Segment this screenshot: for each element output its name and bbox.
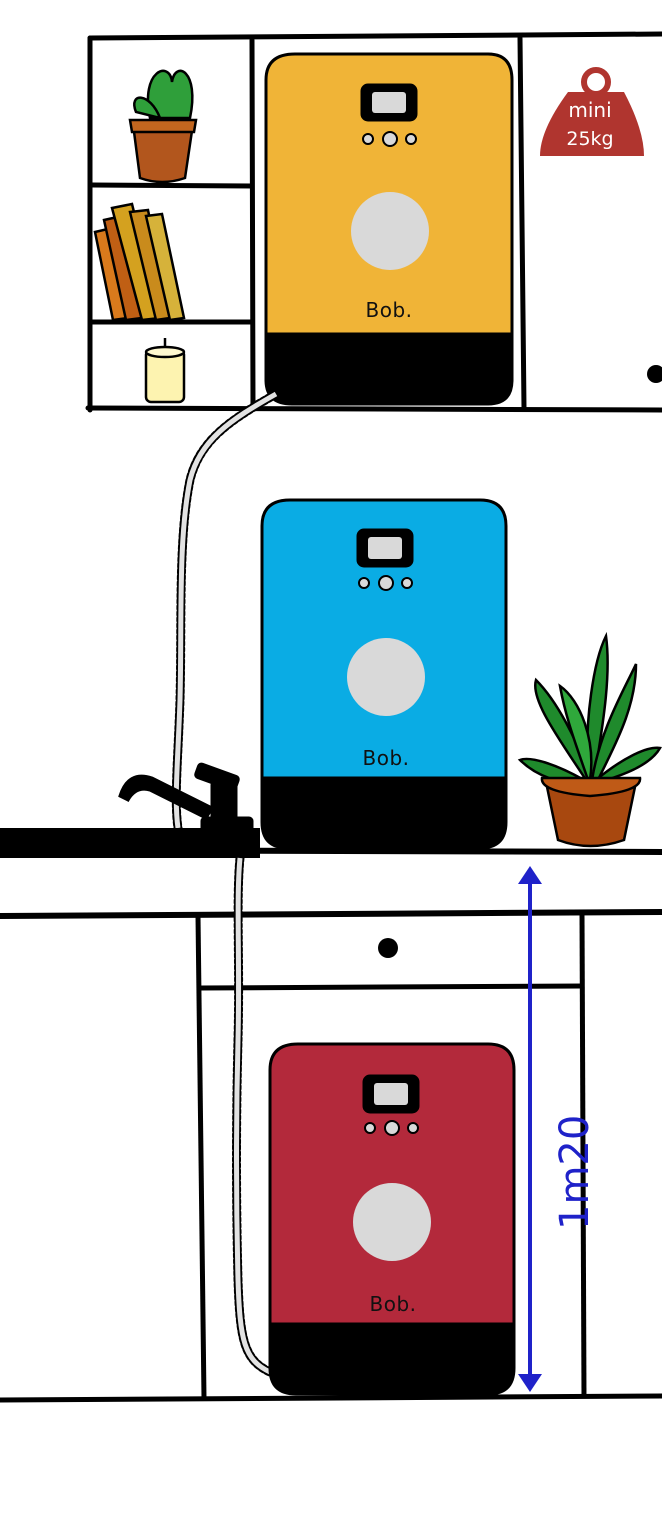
- weight-badge-line1: mini: [568, 98, 612, 122]
- drain-hose-lower: [232, 853, 275, 1377]
- brand-logo-red: Bob.: [369, 1292, 417, 1316]
- weight-badge-line2: 25kg: [566, 128, 614, 150]
- cactus-plant: [128, 69, 198, 184]
- candle: [144, 338, 186, 404]
- brand-logo-yellow: Bob.: [365, 298, 413, 322]
- dishwasher-red: [268, 1042, 516, 1396]
- cabinet-knob: [647, 365, 662, 383]
- dishwasher-yellow: [264, 52, 514, 406]
- brand-logo-blue: Bob.: [362, 746, 410, 770]
- wall-cabinet: [85, 31, 662, 413]
- potted-plant: [517, 631, 662, 848]
- height-label: 1m20: [552, 1114, 598, 1230]
- height-arrow: [518, 866, 542, 1392]
- books: [93, 202, 186, 322]
- countertop: [0, 828, 662, 919]
- drawer-knob: [378, 938, 398, 958]
- dishwasher-blue: [260, 498, 508, 850]
- lower-cabinet: [0, 913, 662, 1403]
- weight-badge: [540, 67, 644, 156]
- faucet: [118, 762, 254, 834]
